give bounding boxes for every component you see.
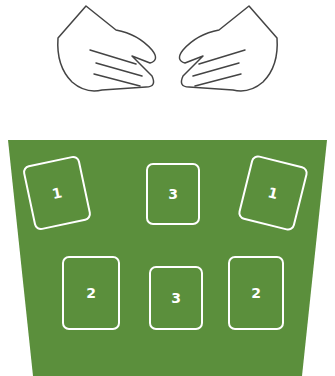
card-number: 1 [266,184,279,202]
right-hand [179,6,277,91]
playing-card: 2 [62,256,120,330]
card-number: 2 [251,285,261,301]
green-table [8,140,327,376]
playing-card: 3 [149,266,203,330]
card-number: 1 [51,184,64,202]
card-number: 3 [171,290,181,306]
playing-card: 2 [228,256,284,330]
card-number: 2 [86,285,96,301]
card-number: 3 [168,186,178,202]
playing-card: 3 [146,163,200,225]
left-hand [58,6,156,91]
